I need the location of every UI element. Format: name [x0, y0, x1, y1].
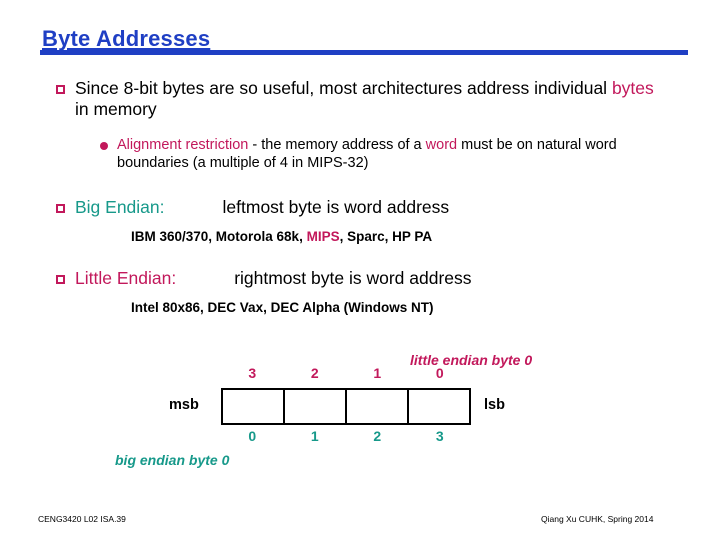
bullet-2-highlight-alignment: Alignment restriction — [117, 137, 249, 153]
sub-bullet-item-alignment: Alignment restriction - the memory addre… — [100, 136, 680, 172]
msb-label: msb — [169, 397, 199, 413]
big-endian-label: Big Endian: — [75, 197, 165, 217]
byte-cell — [347, 390, 409, 423]
top-byte-number: 0 — [435, 365, 444, 381]
bullet-item-little-endian: Little Endian: rightmost byte is word add… — [56, 268, 656, 289]
bottom-byte-numbers: 0 1 2 3 — [221, 428, 471, 444]
top-byte-number: 3 — [248, 365, 257, 381]
title-underline-bar — [40, 50, 688, 55]
bullet-item-little-endian-text: Little Endian: rightmost byte is word add… — [75, 268, 472, 289]
top-byte-number: 1 — [373, 365, 382, 381]
bullet-item-bytes: Since 8-bit bytes are so useful, most ar… — [56, 78, 656, 120]
bullet-1-part1: Since 8-bit bytes are so useful, most ar… — [75, 78, 612, 98]
lsb-label: lsb — [484, 397, 505, 413]
bottom-byte-number: 1 — [310, 428, 319, 444]
word-byte-boxes — [221, 388, 471, 425]
bottom-byte-number: 0 — [248, 428, 257, 444]
bullet-1-highlight-bytes: bytes — [611, 78, 654, 98]
bullet-2-part2: must be on natural word boundaries (a mu… — [117, 137, 617, 171]
little-endian-architectures: Intel 80x86, DEC Vax, DEC Alpha (Windows… — [131, 300, 434, 315]
top-byte-number: 2 — [310, 365, 319, 381]
sub-bullet-item-alignment-text: Alignment restriction - the memory addre… — [117, 136, 680, 172]
big-endian-byte0-note: big endian byte 0 — [115, 452, 230, 468]
footer-slide-id: CENG3420 L02 ISA.39 — [38, 514, 126, 524]
bullet-item-bytes-text: Since 8-bit bytes are so useful, most ar… — [75, 78, 656, 120]
little-endian-byte0-note: little endian byte 0 — [410, 352, 533, 368]
bullet-2-highlight-word: word — [425, 137, 458, 153]
byte-cell — [409, 390, 469, 423]
filled-circle-bullet-icon — [100, 142, 108, 150]
bullet-2-part1: - the memory address of a — [248, 137, 426, 153]
bullet-1-part2: in memory — [75, 99, 157, 119]
byte-cell — [285, 390, 347, 423]
little-endian-description: rightmost byte is word address — [234, 268, 472, 288]
hollow-square-bullet-icon — [56, 275, 65, 284]
top-byte-numbers: 3 2 1 0 — [221, 365, 471, 381]
big-endian-architectures: IBM 360/370, Motorola 68k, MIPS, Sparc, … — [131, 229, 432, 244]
arch-big-post: , Sparc, HP PA — [339, 229, 433, 244]
bottom-byte-number: 2 — [373, 428, 382, 444]
bullet-item-big-endian-text: Big Endian: leftmost byte is word address — [75, 197, 449, 218]
little-endian-label: Little Endian: — [75, 268, 177, 288]
bullet-item-big-endian: Big Endian: leftmost byte is word address — [56, 197, 656, 218]
arch-big-highlight-mips: MIPS — [306, 229, 340, 244]
bottom-byte-number: 3 — [435, 428, 444, 444]
page-title: Byte Addresses — [42, 26, 211, 51]
byte-cell — [223, 390, 285, 423]
hollow-square-bullet-icon — [56, 204, 65, 213]
big-endian-description: leftmost byte is word address — [222, 197, 450, 217]
footer-author: Qiang Xu CUHK, Spring 2014 — [541, 514, 654, 524]
hollow-square-bullet-icon — [56, 85, 65, 94]
byte-order-diagram: little endian byte 0 3 2 1 0 msb lsb 0 1… — [0, 340, 720, 480]
arch-big-pre: IBM 360/370, Motorola 68k, — [131, 229, 307, 244]
